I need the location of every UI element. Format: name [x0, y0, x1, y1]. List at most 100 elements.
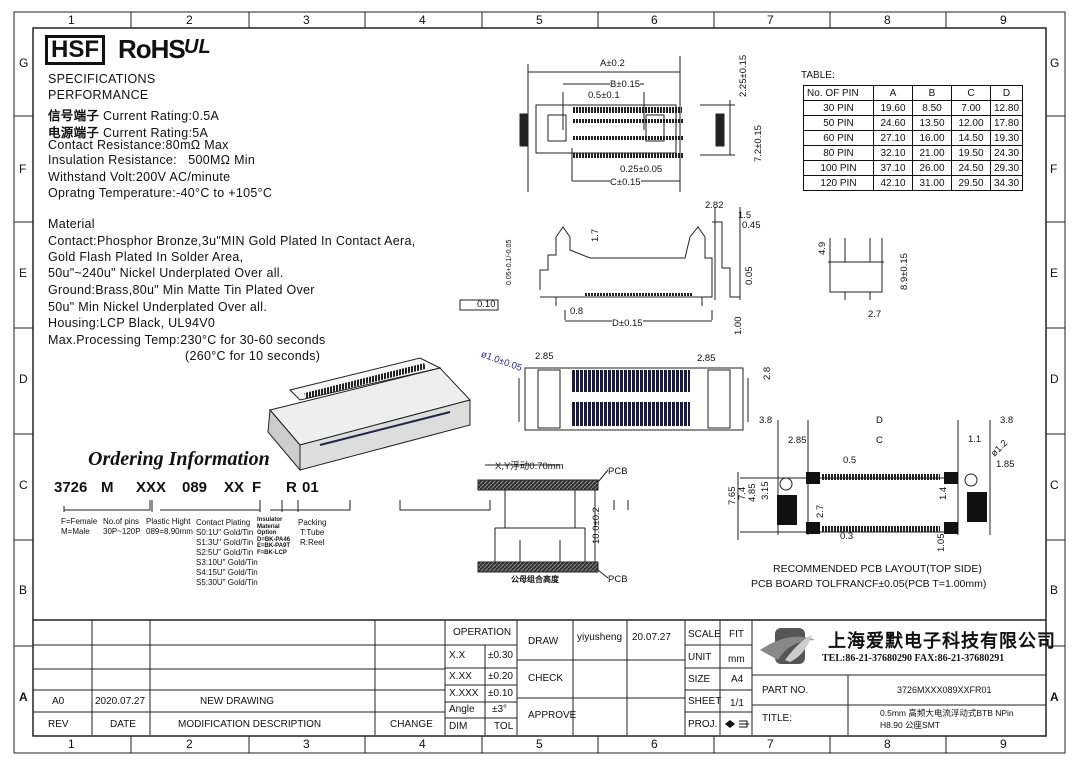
order-note: T:Tube	[300, 528, 325, 537]
part-no-value: 3726MXXX089XXFR01	[897, 685, 992, 695]
row-label: A	[1050, 690, 1059, 704]
rev-header: REV	[48, 719, 69, 730]
cell: 26.00	[912, 160, 952, 176]
column-label: 2	[186, 737, 193, 751]
dim-label: C	[876, 435, 883, 446]
column-label: 2	[186, 13, 193, 27]
cell: 8.50	[912, 100, 952, 116]
cell: 34.30	[989, 175, 1024, 191]
dim-label: 0.45	[742, 220, 761, 231]
spec-heading: SPECIFICATIONS	[48, 72, 156, 86]
dim-label: 0.8	[570, 306, 584, 317]
order-note: Plastic Hight	[146, 517, 191, 526]
dim-label: B±0.15	[610, 79, 641, 90]
row-label: B	[19, 583, 28, 597]
cell: 29.30	[989, 160, 1024, 176]
dim-label: 0.05	[744, 266, 755, 286]
rev-header: CHANGE	[390, 719, 433, 730]
dim-label: PCB	[608, 466, 628, 477]
column-label: 9	[1000, 737, 1007, 751]
spec-line: Contact Resistance:80mΩ Max	[48, 138, 229, 152]
sheet-value: 1/1	[730, 698, 744, 709]
cell: 50 PIN	[803, 115, 874, 131]
dim-label: 3.8	[759, 415, 773, 426]
cell: 24.60	[873, 115, 913, 131]
column-label: 6	[651, 737, 658, 751]
column-label: 3	[303, 737, 310, 751]
dim-label: 0.3	[840, 531, 854, 542]
dim-label: 2.25±0.15	[738, 54, 749, 97]
column-label: 7	[767, 13, 774, 27]
order-note: S1:3U" Gold/Tin	[196, 538, 254, 547]
tol-dim: X.XX	[449, 671, 472, 682]
part-no-label: PART NO.	[762, 685, 809, 696]
spec-line: 50u"~240u" Nickel Underplated Over all.	[48, 266, 284, 280]
title-value: 0.5mm 高频大电流浮动式BTB NPin	[880, 708, 1014, 718]
dim-label: 1.5	[738, 210, 752, 221]
dim-label: 1.00	[733, 316, 744, 336]
code-part: M	[101, 479, 114, 496]
check-label: CHECK	[528, 673, 564, 684]
drawer-name: yiyusheng	[577, 632, 623, 643]
column-label: 9	[1000, 13, 1007, 27]
cell: 12.00	[951, 115, 991, 131]
dim-label: D	[876, 415, 883, 426]
ul-logo: UL	[184, 36, 211, 58]
dim-label: 2.7	[868, 309, 882, 320]
dim-label: 1.1	[968, 434, 982, 445]
order-note: S3:10U" Gold/Tin	[196, 558, 258, 567]
cell: 30 PIN	[803, 100, 874, 116]
row-label: D	[19, 372, 28, 386]
cell: 21.00	[912, 145, 952, 161]
column-label: 5	[536, 13, 543, 27]
cell: 24.30	[989, 145, 1024, 161]
dim-label: 8.9±0.15	[899, 253, 910, 290]
row-label: A	[19, 690, 28, 704]
order-note: Contact Plating	[196, 518, 251, 527]
tol-title: OPERATION	[453, 627, 512, 638]
rev-header: DATE	[110, 719, 136, 730]
dim-label: 7.2±0.15	[753, 125, 764, 162]
row-label: F	[1050, 162, 1058, 176]
dim-label: PCB	[608, 574, 628, 585]
order-note: S5:30U" Gold/Tin	[196, 578, 258, 587]
cell: 19.60	[873, 100, 913, 116]
cell: 24.50	[951, 160, 991, 176]
dim-label: 10.0±0.2	[591, 507, 602, 544]
code-part: XXX	[136, 479, 167, 496]
title-label: TITLE:	[762, 713, 793, 724]
spec-line: Withstand Volt:200V AC/minute	[48, 170, 231, 184]
code-part: XX	[224, 479, 245, 496]
tol-dim: X.XXX	[449, 688, 479, 699]
order-note: Packing	[298, 518, 327, 527]
dim-label: D±0.15	[612, 318, 643, 329]
draw-date: 20.07.27	[632, 632, 671, 643]
row-label: C	[19, 478, 28, 492]
cell: 29.50	[951, 175, 991, 191]
spec-line: Opratng Temperature:-40°C to +105°C	[48, 186, 273, 200]
code-part: F	[252, 479, 262, 496]
order-note: F=Female	[61, 517, 98, 526]
spec-line: 50u" Min Nickel Underplated Over all.	[48, 300, 268, 314]
tol-header: TOL	[494, 721, 514, 732]
column-label: 8	[884, 13, 891, 27]
dim-label: 4.9	[817, 241, 828, 255]
dim-label: A±0.2	[600, 58, 625, 69]
company-contact: TEL:86-21-37680290 FAX:86-21-37680291	[822, 653, 1005, 664]
dim-label: 3.15	[760, 481, 771, 501]
header-cell: C	[951, 85, 991, 101]
cell: 27.10	[873, 130, 913, 146]
order-note: 30P~120P	[103, 527, 141, 536]
tol-value: ±0.30	[488, 650, 513, 661]
rev-value: A0	[52, 696, 65, 707]
column-label: 3	[303, 13, 310, 27]
spec-line: Contact:Phosphor Bronze,3u"MIN Gold Plat…	[48, 234, 416, 248]
unit-value: mm	[728, 654, 745, 665]
spec-line: Ground:Brass,80u" Min Matte Tin Plated O…	[48, 283, 315, 297]
rev-date: 2020.07.27	[95, 696, 146, 707]
dim-label: 2.8	[762, 366, 773, 380]
dim-label: 2.82	[705, 200, 724, 211]
order-note: Insulator	[257, 517, 283, 523]
